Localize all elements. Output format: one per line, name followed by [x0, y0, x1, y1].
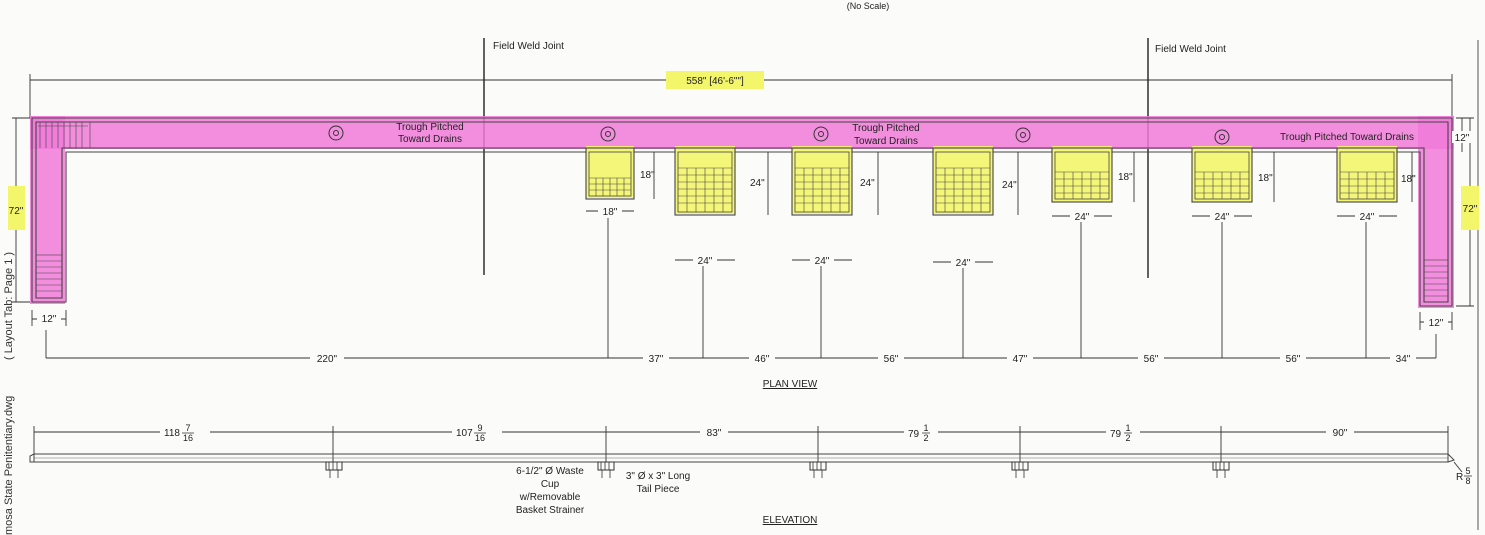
svg-text:90": 90" — [1333, 428, 1348, 439]
plan-view: 558" [46'-6""] Field Weld Joint Field We… — [8, 38, 1479, 390]
sink-bowl-1: 18" 18" — [585, 146, 655, 218]
trough-highlight — [30, 116, 1454, 308]
sink-7-width: 24" — [1360, 212, 1375, 223]
sink-6-depth: 18" — [1258, 173, 1273, 184]
svg-text:5: 5 — [1465, 466, 1470, 476]
end-left-height: 72" — [9, 206, 24, 217]
tail-piece-label-2: Tail Piece — [637, 484, 680, 495]
svg-text:2: 2 — [923, 433, 928, 443]
drain-icon — [328, 125, 344, 141]
sink-bowl-7: 24" 18" — [1336, 146, 1416, 223]
svg-text:107: 107 — [456, 428, 473, 439]
trough-outline — [31, 117, 1453, 307]
overall-dimension: 558" [46'-6""] — [29, 71, 1453, 118]
field-weld-label-left: Field Weld Joint — [493, 41, 564, 52]
sink-bowl-3: 24" 24" — [791, 146, 879, 267]
waste-cup-label-4: Basket Strainer — [516, 505, 585, 516]
svg-text:16: 16 — [183, 433, 193, 443]
drain-body — [809, 461, 827, 478]
drain-body — [1011, 461, 1029, 478]
sink-4-depth: 24" — [1002, 180, 1017, 191]
drain-icon — [813, 126, 829, 142]
spacing-8: 34" — [1396, 354, 1411, 365]
svg-text:1: 1 — [923, 423, 928, 433]
sink-1-width: 18" — [603, 207, 618, 218]
svg-text:8: 8 — [1465, 476, 1470, 486]
sink-7-depth: 18" — [1401, 174, 1416, 185]
sink-bowl-5: 24" 18" — [1051, 146, 1135, 223]
svg-text:1: 1 — [1125, 423, 1130, 433]
sink-4-width: 24" — [956, 258, 971, 269]
tail-piece-label-1: 3" Ø x 3" Long — [626, 471, 690, 482]
span-label-6: 90" — [1326, 426, 1354, 439]
spacing-1: 220" — [317, 354, 338, 365]
sink-2-depth: 24" — [750, 178, 765, 189]
plan-view-title: PLAN VIEW — [763, 379, 818, 390]
overall-dimension-label: 558" [46'-6""] — [686, 76, 744, 87]
pitch-label-2-line-1: Trough Pitched — [852, 123, 919, 134]
drain-icon — [1015, 127, 1031, 143]
overall-highlight — [666, 71, 764, 89]
spacing-4: 56" — [884, 354, 899, 365]
span-label-1: 118 7 16 — [160, 422, 210, 444]
drain-body — [325, 461, 343, 478]
end-left-highlight — [8, 186, 25, 230]
span-label-4: 79 1 2 — [904, 422, 938, 444]
svg-text:R: R — [1456, 472, 1463, 483]
radius-label: R 5 8 — [1456, 466, 1472, 486]
end-right-height: 72" — [1463, 204, 1478, 215]
elevation-title: ELEVATION — [763, 515, 818, 526]
pitch-label-1-line-1: Trough Pitched — [396, 122, 463, 133]
waste-cup-label-3: w/Removable — [519, 492, 581, 503]
spacing-5: 47" — [1013, 354, 1028, 365]
trough-width: 12" — [1455, 133, 1470, 144]
spacing-2: 37" — [649, 354, 664, 365]
sink-bowl-2: 24" 24" — [674, 146, 769, 267]
drain-icon — [1214, 129, 1230, 145]
scale-note: (No Scale) — [847, 1, 890, 11]
pitch-label-1-line-2: Toward Drains — [398, 134, 462, 145]
elevation-view: 118 7 16 107 9 16 83" 79 1 2 79 1 — [29, 422, 1472, 526]
pitch-label-2-line-2: Toward Drains — [854, 136, 918, 147]
svg-text:79: 79 — [1110, 429, 1122, 440]
drain-icon — [600, 126, 616, 142]
svg-text:79: 79 — [908, 429, 920, 440]
svg-text:16: 16 — [475, 433, 485, 443]
drain-icons — [328, 125, 1230, 145]
sink-5-width: 24" — [1075, 212, 1090, 223]
span-label-5: 79 1 2 — [1106, 422, 1140, 444]
spacing-dimensions: 220" 37" 46" 56" 47" 56" 56" 34" — [46, 352, 1436, 365]
drain-body — [1212, 461, 1230, 478]
svg-text:7: 7 — [185, 423, 190, 433]
side-file-name: mosa State Penitentiary.dwg — [3, 396, 15, 535]
sink-6-width: 24" — [1215, 212, 1230, 223]
field-weld-label-right: Field Weld Joint — [1155, 44, 1226, 55]
sink-2-width: 24" — [698, 256, 713, 267]
sink-bowl-6: 24" 18" — [1191, 146, 1275, 223]
svg-text:2: 2 — [1125, 433, 1130, 443]
waste-cup-label-1: 6-1/2" Ø Waste — [516, 466, 584, 477]
sink-bowl-4: 24" 24" — [932, 146, 1019, 269]
sink-1-depth: 18" — [640, 170, 655, 181]
svg-text:118: 118 — [164, 428, 180, 439]
end-right-width: 12" — [1429, 318, 1444, 329]
sink-3-depth: 24" — [860, 178, 875, 189]
span-label-3: 83" — [700, 426, 728, 439]
spacing-6: 56" — [1144, 354, 1159, 365]
drain-body — [597, 461, 615, 478]
waste-cup-label-2: Cup — [541, 479, 560, 490]
spacing-3: 46" — [755, 354, 770, 365]
end-left-width: 12" — [42, 314, 57, 325]
svg-text:9: 9 — [477, 423, 482, 433]
sink-5-depth: 18" — [1118, 172, 1133, 183]
span-label-2: 107 9 16 — [452, 422, 502, 444]
end-right-highlight — [1461, 186, 1479, 230]
drain-leaders — [45, 218, 1437, 358]
sink-3-width: 24" — [815, 256, 830, 267]
svg-text:83": 83" — [707, 428, 722, 439]
pitch-label-3: Trough Pitched Toward Drains — [1280, 132, 1414, 143]
spacing-7: 56" — [1286, 354, 1301, 365]
side-layout-tab: ( Layout Tab: Page 1 ) — [3, 252, 15, 360]
